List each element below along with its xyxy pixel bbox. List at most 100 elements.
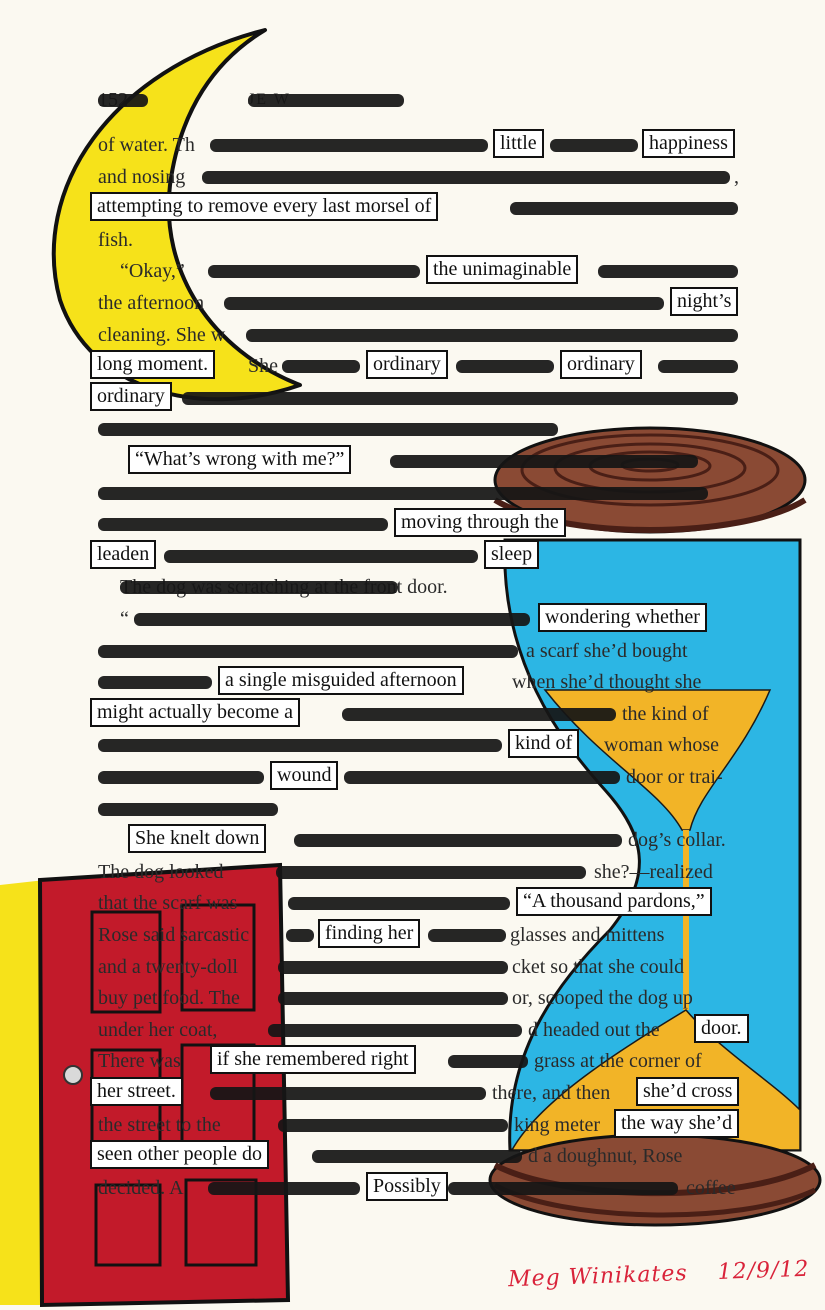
visible-text-fragment: She [248, 355, 278, 378]
redaction-bar [448, 1055, 528, 1069]
redaction-bar [278, 992, 508, 1006]
redaction-bar [276, 865, 586, 879]
redaction-bar [134, 613, 530, 626]
redaction-bar [448, 1181, 678, 1195]
visible-text-fragment: “ [120, 608, 129, 630]
boxed-poem-word: little [493, 129, 544, 158]
redaction-bar [98, 644, 518, 658]
visible-text-fragment: king meter [514, 1113, 601, 1136]
hourglass-top-sand [543, 689, 772, 831]
visible-text-fragment: The dog looked [98, 860, 224, 883]
signature-date: 12/9/12 [717, 1256, 810, 1285]
visible-text-fragment: buy pet food. The [98, 987, 240, 1010]
visible-text-fragment: grass at the corner of [534, 1050, 702, 1073]
redaction-bar [210, 1087, 486, 1100]
text-line: fish. [98, 225, 746, 255]
redaction-bar [98, 739, 502, 753]
boxed-poem-word: happiness [642, 129, 735, 158]
redaction-bar [268, 1023, 522, 1037]
text-line: The dog was scratching at the front door… [98, 572, 746, 602]
redaction-bar [98, 518, 388, 532]
text-line [98, 478, 746, 508]
boxed-poem-word: her street. [90, 1077, 183, 1106]
text-line: The dog looked she?—realized [98, 857, 746, 887]
redaction-bar [98, 676, 212, 690]
boxed-poem-word: she’d cross [636, 1077, 740, 1106]
page-header: 152 JE W [98, 85, 746, 115]
boxed-poem-word: finding her [318, 919, 421, 948]
boxed-poem-word: “A thousand pardons,” [516, 887, 712, 917]
text-line: a scarf she’d bought [98, 636, 746, 666]
redaction-bar [286, 929, 314, 942]
text-line: and nosing, [98, 162, 746, 192]
boxed-poem-word: wound [270, 761, 339, 790]
visible-text-fragment: under her coat, [98, 1018, 218, 1041]
text-line: “wondering whether [98, 603, 746, 634]
redaction-bar [98, 94, 148, 107]
redaction-bar [390, 455, 698, 468]
visible-text-fragment: door or trai- [626, 766, 723, 788]
visible-text-fragment: of water. Th [98, 134, 195, 156]
boxed-poem-word: long moment. [90, 350, 216, 380]
redaction-bar [510, 202, 738, 216]
text-line: moving through the [98, 508, 746, 539]
door-knob [63, 1065, 83, 1085]
redaction-bar [208, 265, 420, 279]
boxed-poem-word: sleep [484, 539, 540, 569]
visible-text-fragment: “Okay,” [120, 260, 185, 283]
visible-text-fragment: cleaning. She w [98, 323, 226, 346]
visible-text-fragment: and a twenty-doll [98, 955, 238, 978]
redaction-bar [282, 360, 360, 374]
boxed-poem-word: the unimaginable [426, 255, 579, 285]
visible-text-fragment: woman whose [604, 734, 719, 757]
text-line: attempting to remove every last morsel o… [90, 192, 746, 223]
redaction-bar [182, 391, 738, 405]
text-line [98, 794, 746, 824]
visible-text-fragment: the street to the [98, 1113, 221, 1136]
boxed-poem-word: moving through the [394, 508, 566, 538]
text-line: door or trai-wound [98, 761, 746, 792]
visible-text-fragment: the afternoon [98, 292, 205, 314]
text-line: and a twenty-doll cket so that she could [98, 952, 746, 982]
redaction-bar [120, 581, 398, 595]
text-line: that the scarf was “A thousand pardons,” [98, 887, 746, 918]
visible-text-fragment: coffee [686, 1176, 736, 1199]
visible-text-fragment: when she’d thought she [512, 671, 702, 694]
redaction-bar [312, 1150, 522, 1164]
boxed-poem-word: ordinary [90, 381, 172, 411]
visible-text-fragment: Rose said sarcastic [98, 924, 250, 946]
text-line: ordinary [90, 381, 746, 413]
redaction-bar [342, 707, 616, 721]
redaction-bar [208, 1181, 360, 1195]
redaction-bar [294, 834, 622, 848]
redaction-bar [428, 929, 506, 942]
visible-text-fragment: that the scarf was [98, 892, 238, 915]
redaction-bar [98, 486, 708, 500]
yellow-wall [0, 880, 45, 1305]
boxed-poem-word: kind of [508, 729, 580, 759]
redaction-bar [344, 771, 620, 784]
visible-text-fragment: fish. [98, 228, 133, 251]
visible-text-fragment: , [734, 165, 739, 188]
text-line: woman whose kind of [98, 729, 746, 760]
visible-text-fragment: a scarf she’d bought [526, 639, 688, 662]
visible-text-fragment: she?—realized [594, 860, 713, 883]
boxed-poem-word: ordinary [560, 350, 642, 380]
boxed-poem-word: seen other people do [90, 1140, 269, 1170]
visible-text-fragment: cket so that she could [512, 955, 685, 978]
boxed-poem-word: She knelt down [128, 824, 267, 854]
redaction-bar [210, 139, 488, 152]
boxed-poem-word: the way she’d [614, 1108, 740, 1138]
visible-text-fragment: glasses and mittens [510, 924, 665, 946]
redaction-bar [98, 771, 264, 784]
text-line: “What’s wrong with me?” [98, 445, 746, 476]
redaction-bar [278, 960, 508, 974]
